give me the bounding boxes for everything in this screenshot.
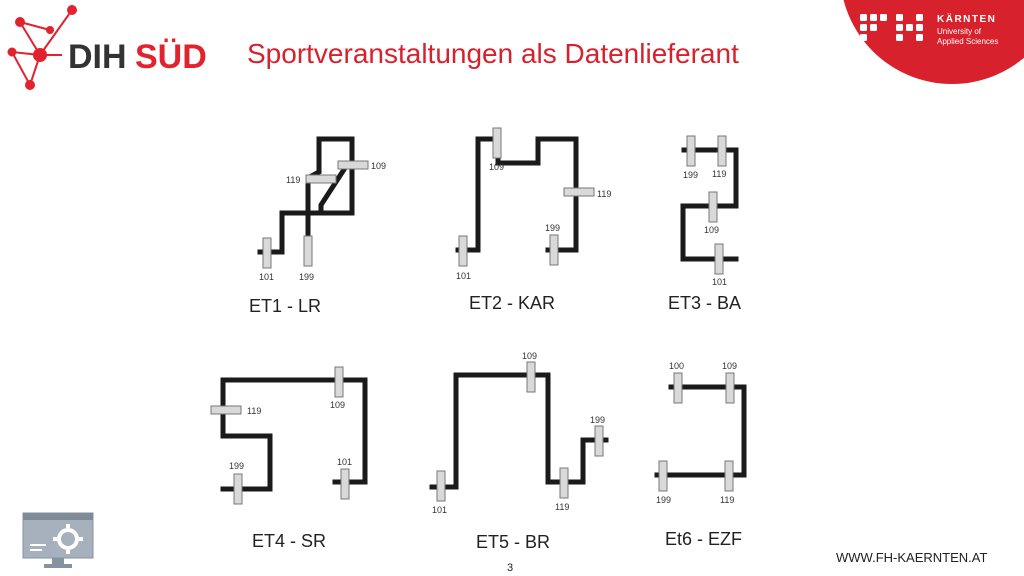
track-et6 bbox=[654, 384, 747, 478]
label-et4-109: 109 bbox=[330, 400, 345, 410]
caption-et1: ET1 - LR bbox=[249, 296, 321, 316]
label-et4-101: 101 bbox=[337, 457, 352, 467]
marker-et1-199 bbox=[303, 235, 313, 267]
marker-et2-119 bbox=[563, 187, 595, 197]
website-link[interactable]: WWW.FH-KAERNTEN.AT bbox=[836, 550, 988, 565]
label-et3-101: 101 bbox=[712, 277, 727, 287]
label-et6-199: 199 bbox=[656, 495, 671, 505]
marker-et4-199 bbox=[233, 473, 243, 505]
label-et5-199: 199 bbox=[590, 415, 605, 425]
fh-logo-icon bbox=[860, 14, 923, 41]
track-et1-branch bbox=[318, 164, 349, 216]
marker-et3-109 bbox=[708, 191, 718, 223]
caption-et3: ET3 - BA bbox=[668, 293, 741, 313]
caption-et5: ET5 - BR bbox=[476, 532, 550, 552]
marker-et5-109 bbox=[526, 361, 536, 393]
marker-et4-119 bbox=[210, 405, 242, 415]
marker-et4-101 bbox=[340, 468, 350, 500]
marker-et1-119 bbox=[305, 174, 337, 184]
dih-sud-logo: DIH SÜD bbox=[7, 5, 207, 90]
logo-text-sud: SÜD bbox=[135, 38, 207, 76]
fh-name: KÄRNTEN bbox=[937, 12, 996, 25]
track-et2 bbox=[455, 136, 579, 253]
label-et3-199: 199 bbox=[683, 170, 698, 180]
marker-et3-119 bbox=[717, 135, 727, 167]
marker-et3-199 bbox=[686, 135, 696, 167]
label-et2-119: 119 bbox=[597, 189, 611, 199]
track-et1 bbox=[257, 136, 355, 255]
page-number: 3 bbox=[507, 562, 514, 574]
network-icon bbox=[7, 5, 77, 90]
marker-et5-101 bbox=[436, 470, 446, 502]
fh-line1: University of bbox=[937, 27, 982, 36]
marker-et4-109 bbox=[334, 366, 344, 398]
label-et4-119: 119 bbox=[247, 406, 261, 416]
marker-et5-119 bbox=[559, 467, 569, 499]
computer-gear-icon bbox=[22, 512, 94, 568]
fh-kaernten-badge: KÄRNTEN University of Applied Sciences bbox=[843, 0, 1024, 84]
label-et6-109: 109 bbox=[722, 361, 737, 371]
label-et2-101: 101 bbox=[456, 271, 471, 281]
label-et3-119: 119 bbox=[712, 169, 726, 179]
marker-et2-101 bbox=[458, 235, 468, 267]
label-et6-119: 119 bbox=[720, 495, 734, 505]
marker-et5-199 bbox=[594, 425, 604, 457]
page-title: Sportveranstaltungen als Datenlieferant bbox=[247, 38, 739, 69]
label-et6-100: 100 bbox=[669, 361, 684, 371]
logo-text-dih: DIH bbox=[68, 38, 127, 76]
caption-et2: ET2 - KAR bbox=[469, 293, 555, 313]
label-et5-101: 101 bbox=[432, 505, 447, 515]
label-et1-199: 199 bbox=[299, 272, 314, 282]
caption-et4: ET4 - SR bbox=[252, 531, 326, 551]
label-et5-119: 119 bbox=[555, 502, 569, 512]
marker-et3-101 bbox=[714, 243, 724, 275]
marker-et6-100 bbox=[673, 372, 683, 404]
marker-et6-109 bbox=[725, 372, 735, 404]
label-et2-199: 199 bbox=[545, 223, 560, 233]
fh-line2: Applied Sciences bbox=[937, 37, 998, 46]
label-et1-119: 119 bbox=[286, 175, 300, 185]
marker-et1-101 bbox=[262, 237, 272, 269]
label-et4-199: 199 bbox=[229, 461, 244, 471]
label-et5-109: 109 bbox=[522, 351, 537, 361]
marker-et6-119 bbox=[724, 460, 734, 492]
marker-et2-109 bbox=[492, 127, 502, 159]
label-et3-109: 109 bbox=[704, 225, 719, 235]
track-et5 bbox=[429, 372, 609, 490]
marker-et2-199 bbox=[549, 234, 559, 266]
label-et1-101: 101 bbox=[259, 272, 274, 282]
marker-et1-109 bbox=[337, 160, 369, 170]
caption-et6: Et6 - EZF bbox=[665, 529, 742, 549]
label-et1-109: 109 bbox=[371, 161, 386, 171]
label-et2-109: 109 bbox=[489, 162, 504, 172]
marker-et6-199 bbox=[658, 460, 668, 492]
